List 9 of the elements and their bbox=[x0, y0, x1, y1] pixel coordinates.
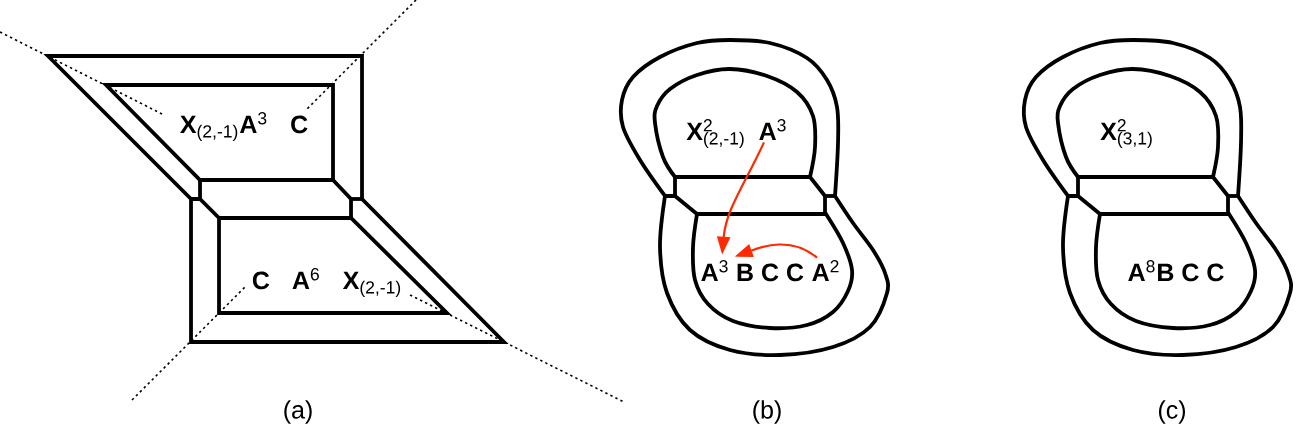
lobe-region: A$^{8}$B C C bbox=[1093, 212, 1258, 331]
letter-label: A$^{3}$ bbox=[701, 260, 728, 281]
panel-label: (c) bbox=[1158, 400, 1186, 424]
trapezoid-region: C A$^{6}$ X$_{(2,-1)}$ bbox=[217, 216, 452, 315]
panel-label: (a) bbox=[284, 400, 312, 424]
letter-label: A$^{3}$ bbox=[759, 119, 786, 140]
letter-label: A$^{2}$ bbox=[812, 260, 839, 281]
lobe-region: X$^{2}$(3,1) bbox=[1055, 67, 1221, 179]
panel-label: (b) bbox=[753, 400, 781, 424]
